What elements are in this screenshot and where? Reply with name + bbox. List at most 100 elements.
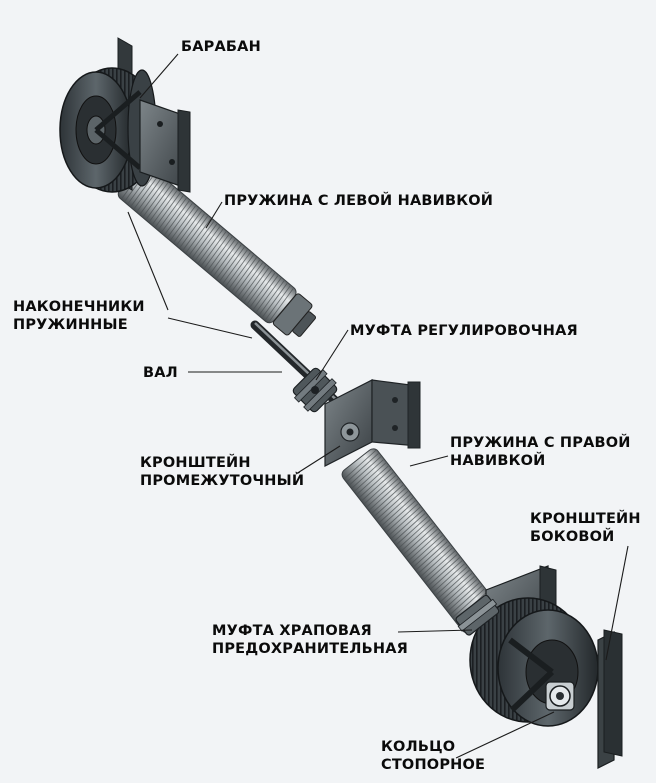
spring-coil-turn: [386, 503, 419, 533]
spring-coil-turn: [371, 484, 404, 514]
leader-ratchet: [397, 629, 473, 633]
spring-coil-turn: [406, 528, 438, 558]
spring-coil-turn: [216, 244, 242, 279]
spring-coil-turn: [361, 471, 394, 501]
spring-coil-turn: [151, 190, 178, 225]
spring-coil-turn: [445, 579, 478, 609]
spring-coil-turn: [252, 275, 279, 310]
spring-coil-turn: [378, 494, 411, 523]
spring-coil-turn: [136, 177, 163, 212]
leader-ring: [455, 711, 555, 759]
spring-coil-turn: [349, 456, 382, 486]
spring-coil-turn: [246, 270, 273, 305]
spring-coil-turn: [228, 254, 254, 290]
spring-coil-turn: [430, 560, 463, 590]
spring-coil-turn: [366, 478, 399, 508]
spring-coil-turn: [222, 249, 248, 285]
label-drum: БАРАБАН: [181, 39, 261, 55]
spring-coil-turn: [200, 231, 227, 266]
spring-coil-turn: [415, 541, 448, 571]
spring-coil-turn: [179, 213, 206, 248]
leader-drum: [139, 53, 179, 99]
spring-coil-turn: [188, 221, 215, 256]
spring-coil-turn: [158, 195, 184, 230]
spring-coil-turn: [359, 468, 392, 498]
spring-coil-turn: [354, 462, 387, 492]
spring-coil-turn: [383, 500, 416, 530]
label-left-spring: ПРУЖИНА С ЛЕВОЙ НАВИВКОЙ: [224, 193, 494, 209]
spring-coil-turn: [433, 563, 465, 593]
spring-coil-turn: [258, 280, 285, 316]
spring-coil-turn: [440, 572, 473, 602]
spring-coil-turn: [185, 218, 212, 254]
leader-tips-a: [127, 211, 169, 311]
left-drum: [59, 37, 191, 193]
spring-coil-turn: [369, 481, 401, 511]
spring-coil-turn: [130, 172, 157, 207]
spring-coil-turn: [374, 487, 406, 517]
spring-coil-turn: [231, 257, 257, 292]
spring-coil-turn: [268, 288, 294, 323]
label-side-bracket: КРОНШТЕЙН БОКОВОЙ: [530, 511, 641, 545]
spring-coil-turn: [356, 465, 389, 495]
spring-coil-turn: [351, 459, 384, 489]
spring-coil-turn: [176, 210, 202, 246]
spring-coil-turn: [237, 262, 264, 297]
spring-coil-turn: [423, 550, 456, 580]
spring-coil-turn: [344, 449, 377, 479]
label-adjusting-coupling: МУФТА РЕГУЛИРОВОЧНАЯ: [350, 323, 578, 339]
spring-coil-turn: [447, 582, 480, 612]
spring-coil-turn: [182, 215, 209, 251]
spring-coil-turn: [203, 233, 230, 269]
spring-coil-turn: [225, 252, 251, 287]
label-retaining-ring: КОЛЬЦО СТОПОРНОЕ: [381, 739, 486, 773]
spring-coil-turn: [261, 283, 288, 318]
spring-coil-turn: [142, 182, 169, 217]
spring-coil-turn: [408, 531, 441, 561]
intermediate-bracket: [324, 379, 421, 467]
spring-coil-turn: [234, 259, 261, 295]
spring-coil-turn: [403, 525, 436, 555]
spring-coil-turn: [145, 184, 172, 220]
right-drum: [469, 565, 623, 769]
spring-coil-turn: [391, 509, 424, 539]
spring-coil-turn: [438, 569, 470, 599]
spring-coil-turn: [155, 192, 181, 228]
spring-coil-turn: [210, 239, 236, 274]
spring-coil-turn: [450, 585, 483, 615]
spring-tip-bottom: [272, 293, 317, 337]
leader-lines: [127, 53, 629, 759]
spring-coil-turn: [418, 544, 451, 574]
label-shaft: ВАЛ: [143, 365, 178, 381]
spring-coil-turn: [435, 566, 468, 596]
spring-coil-turn: [428, 557, 461, 586]
spring-coil-turn: [170, 205, 196, 241]
leader-intermediate: [295, 445, 341, 475]
label-spring-tips: НАКОНЕЧНИКИ ПРУЖИННЫЕ: [13, 299, 145, 333]
ratchet-coupling: [455, 594, 500, 636]
spring-coil-turn: [346, 453, 379, 482]
spring-coil-turn: [425, 553, 458, 583]
spring-coil-turn: [388, 506, 421, 536]
leader-right-spring: [409, 455, 449, 467]
spring-coil-turn: [148, 187, 175, 223]
spring-coil-turn: [173, 208, 199, 243]
leader-coupling: [315, 329, 349, 381]
spring-coil-turn: [364, 475, 397, 504]
spring-coil-turn: [219, 246, 245, 282]
spring-coil-turn: [413, 538, 446, 568]
spring-coil-turn: [265, 285, 291, 321]
spring-coil-turn: [381, 497, 414, 527]
label-ratchet-coupling: МУФТА ХРАПОВАЯ ПРЕДОХРАНИТЕЛЬНАЯ: [212, 623, 409, 657]
spring-coil-turn: [139, 179, 166, 215]
label-intermediate-bracket: КРОНШТЕЙН ПРОМЕЖУТОЧНЫЙ: [140, 455, 305, 489]
spring-coil-turn: [213, 241, 239, 277]
leader-tips-b: [167, 317, 253, 339]
spring-coil-turn: [249, 272, 276, 308]
leader-side-bracket: [605, 545, 629, 661]
spring-coil-turn: [398, 519, 431, 549]
spring-coil-turn: [206, 236, 233, 272]
spring-coil-turn: [164, 200, 190, 235]
